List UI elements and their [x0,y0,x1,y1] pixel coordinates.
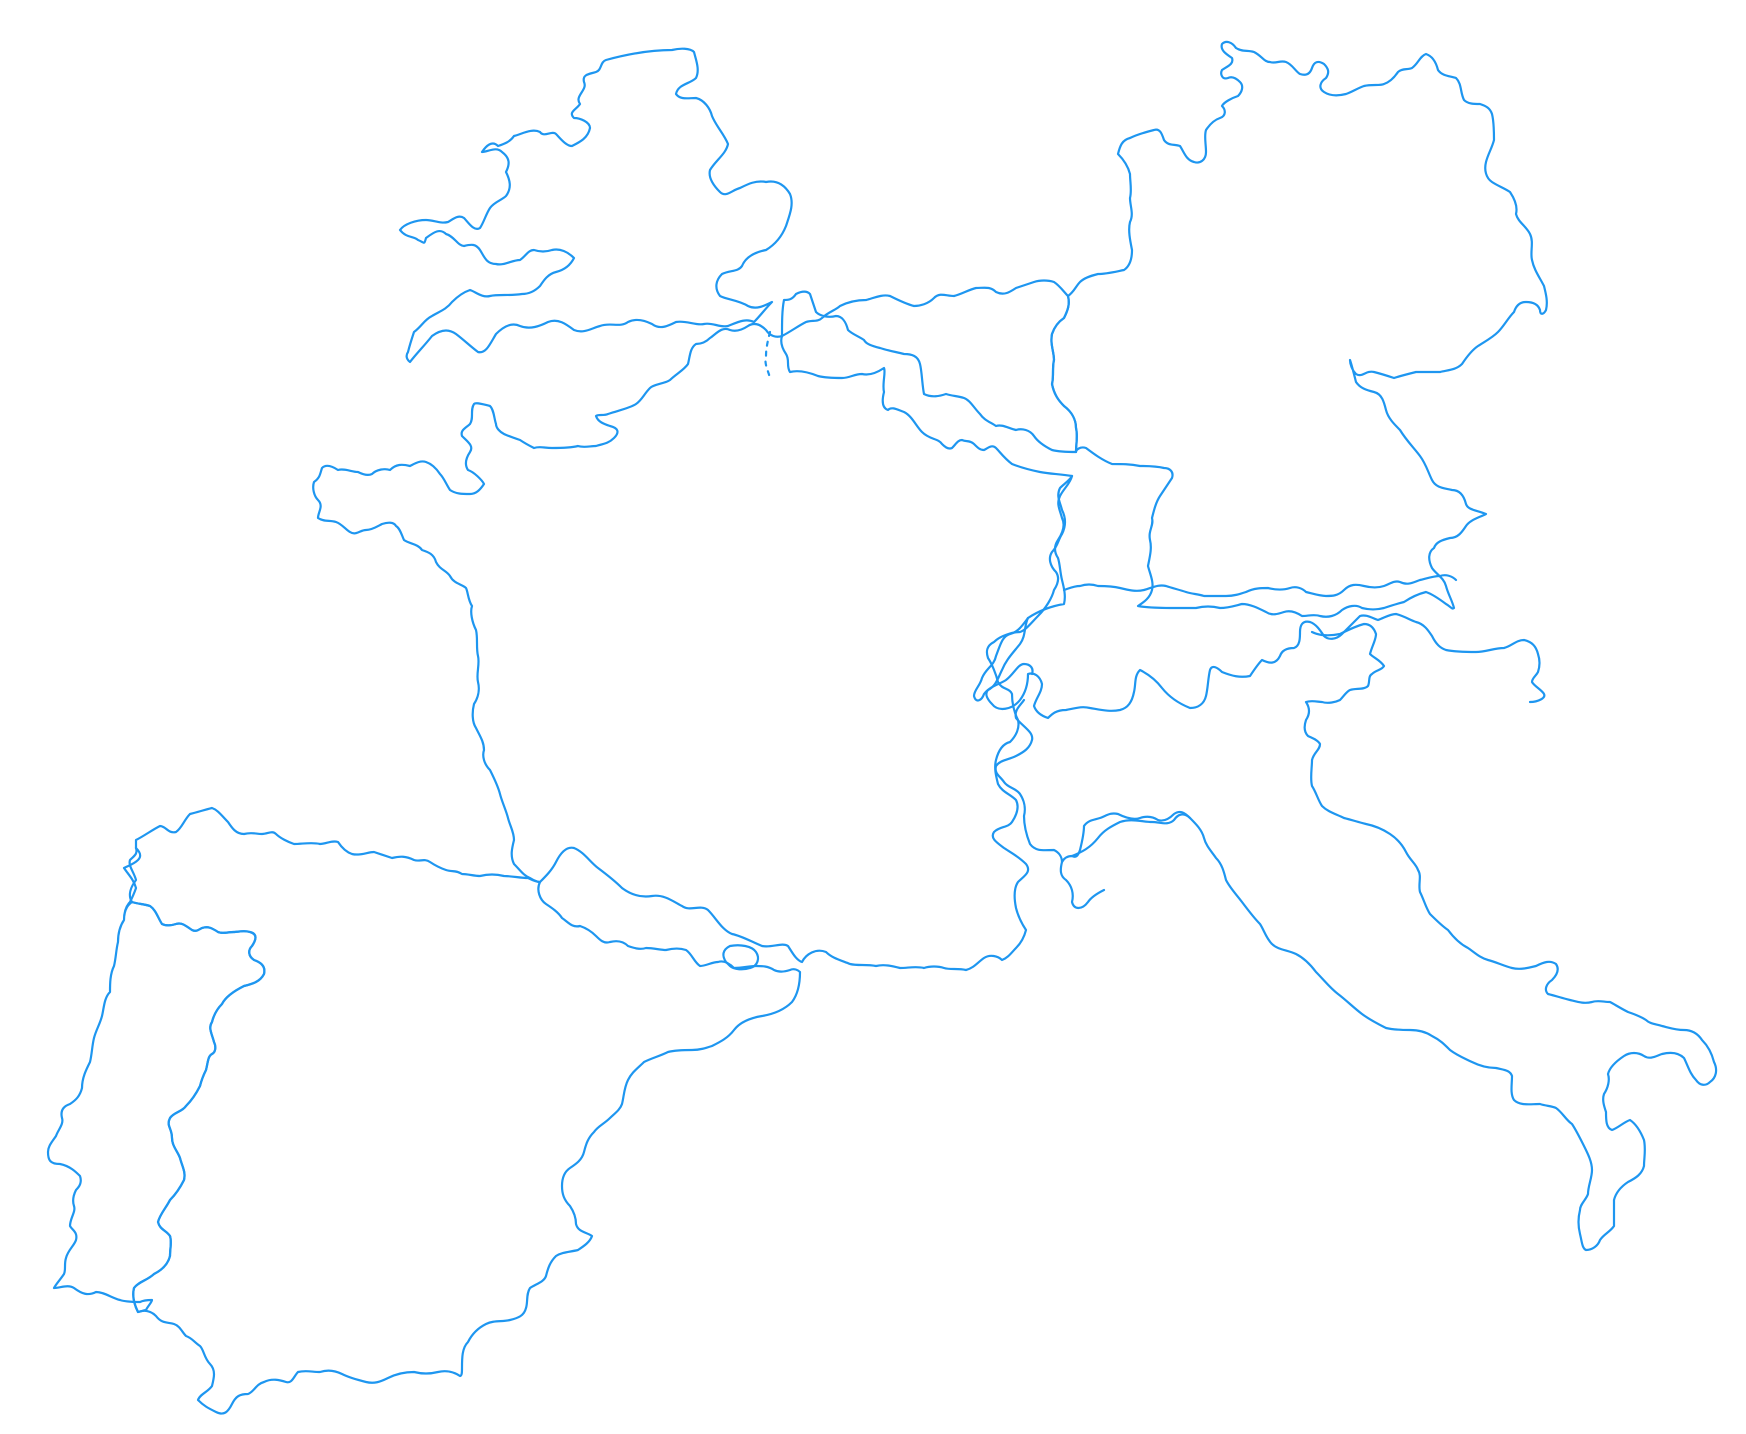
switzerland-austria-north [1062,574,1458,598]
region-great-britain[interactable] [398,47,793,364]
region-france[interactable] [312,322,1074,972]
italy-tyrrhenian-coast [1070,813,1192,858]
region-portugal[interactable] [46,846,266,1314]
region-benelux[interactable] [780,279,1078,454]
region-andorra[interactable] [722,944,760,971]
region-switzerland-austria[interactable] [985,474,1546,720]
map-borders [46,40,1718,1415]
region-italy[interactable] [972,616,1718,1252]
benelux-coast-dashed [764,330,772,380]
region-spain[interactable] [128,806,802,1415]
italy-west-coast [1059,860,1106,910]
region-germany[interactable] [1050,40,1548,618]
